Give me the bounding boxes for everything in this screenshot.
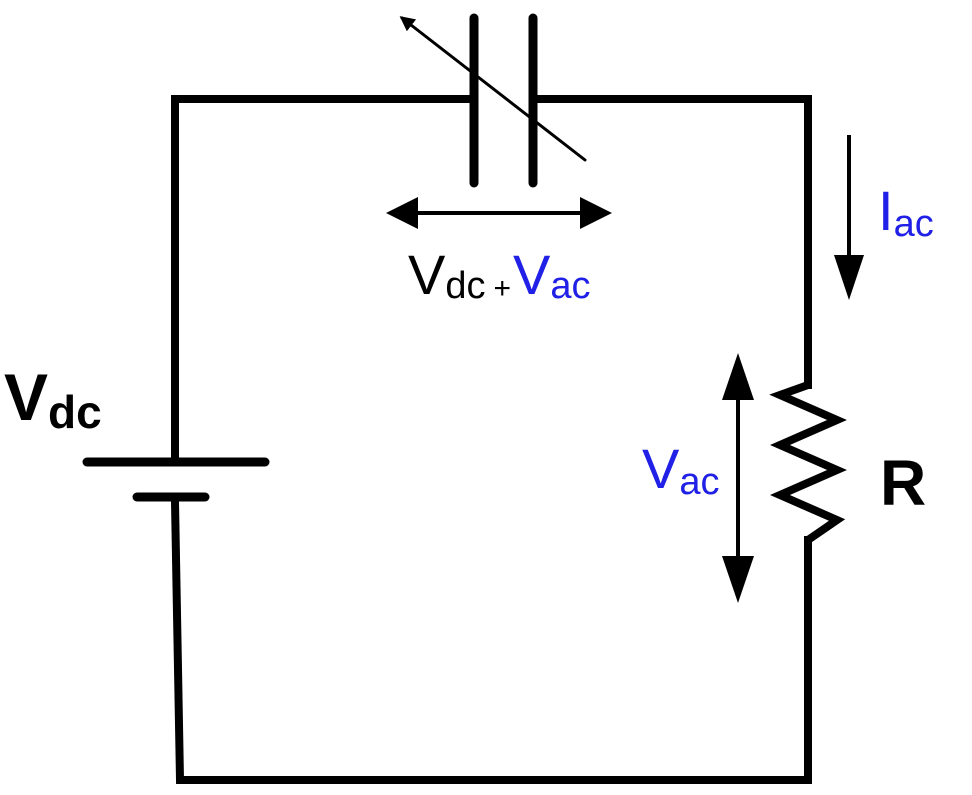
battery-label: Vdc <box>4 360 102 438</box>
arrowhead-left <box>386 197 418 229</box>
right-top-wire <box>529 95 812 389</box>
capacitor-plus: + <box>494 272 512 305</box>
arrowhead-right <box>580 197 612 229</box>
current-label: Iac <box>878 179 934 245</box>
capacitor-dc-subscript: dc <box>445 265 485 307</box>
resistor-zigzag <box>769 381 847 544</box>
capacitor-ac-symbol: V <box>513 243 551 306</box>
battery-symbol <box>82 457 270 502</box>
resistor-voltage-label: Vac <box>642 437 720 503</box>
resistor-label: R <box>880 447 926 519</box>
left-top-wire <box>171 95 478 466</box>
arrowhead-up <box>722 353 754 400</box>
arrowhead-down <box>722 556 754 603</box>
capacitor-ac-subscript: ac <box>550 265 590 307</box>
wires <box>170 95 812 784</box>
resistor-voltage-arrow <box>722 353 754 603</box>
capacitor-voltage-arrow <box>386 197 612 229</box>
bottom-wire <box>170 497 812 784</box>
variable-capacitor <box>399 13 587 188</box>
capacitor-voltage-label: Vdc+Vac <box>408 243 591 307</box>
current-arrowhead <box>834 255 864 300</box>
capacitor-dc-symbol: V <box>408 243 446 306</box>
current-arrow <box>834 135 864 300</box>
variable-arrow <box>399 16 587 162</box>
